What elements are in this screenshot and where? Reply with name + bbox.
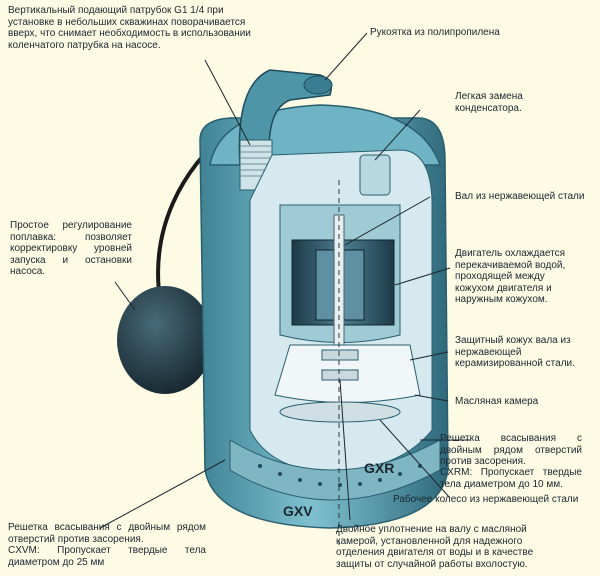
capacitor xyxy=(359,154,391,196)
label-seal: Двойное уплотнение на валу с масляной ка… xyxy=(336,524,534,570)
label-gxv-strainer-note: CXVM: Пропускает твердые тела диаметром … xyxy=(8,545,206,568)
label-oil-chamber: Масляная камера xyxy=(455,396,539,407)
label-handle: Рукоятка из полипропилена xyxy=(370,27,500,38)
model-gxr: GXR xyxy=(364,460,395,476)
float-ball xyxy=(117,286,213,394)
label-gxr-strainer-note: CXRM: Пропускает твердые тела диаметром … xyxy=(440,467,582,490)
leader-lines xyxy=(99,32,470,529)
label-outlet: Вертикальный подающий патрубок G1 1/4 пр… xyxy=(8,5,251,51)
label-float: Простое регулирование поплавка: позволяе… xyxy=(10,220,132,277)
label-motor-cooling: Двигатель охлаждается перекачиваемой вод… xyxy=(455,248,566,305)
handle-tip xyxy=(303,75,333,95)
label-capacitor: Легкая замена конденсатора. xyxy=(455,91,523,114)
strainer-holes xyxy=(258,464,422,487)
label-shaft: Вал из нержавеющей стали xyxy=(455,191,585,202)
label-shaft-sleeve: Защитный кожух вала из нержавеющей керам… xyxy=(455,335,575,369)
model-gxv: GXV xyxy=(283,503,313,519)
label-gxr-strainer-title: Решетка всасывания с двойным рядом отвер… xyxy=(440,433,582,467)
impeller xyxy=(279,401,401,423)
strainer xyxy=(229,439,441,501)
label-impeller: Рабочее колесо из нержавеющей стали xyxy=(393,494,579,505)
label-gxv-strainer-title: Решетка всасывания с двойным рядом отвер… xyxy=(8,522,206,545)
